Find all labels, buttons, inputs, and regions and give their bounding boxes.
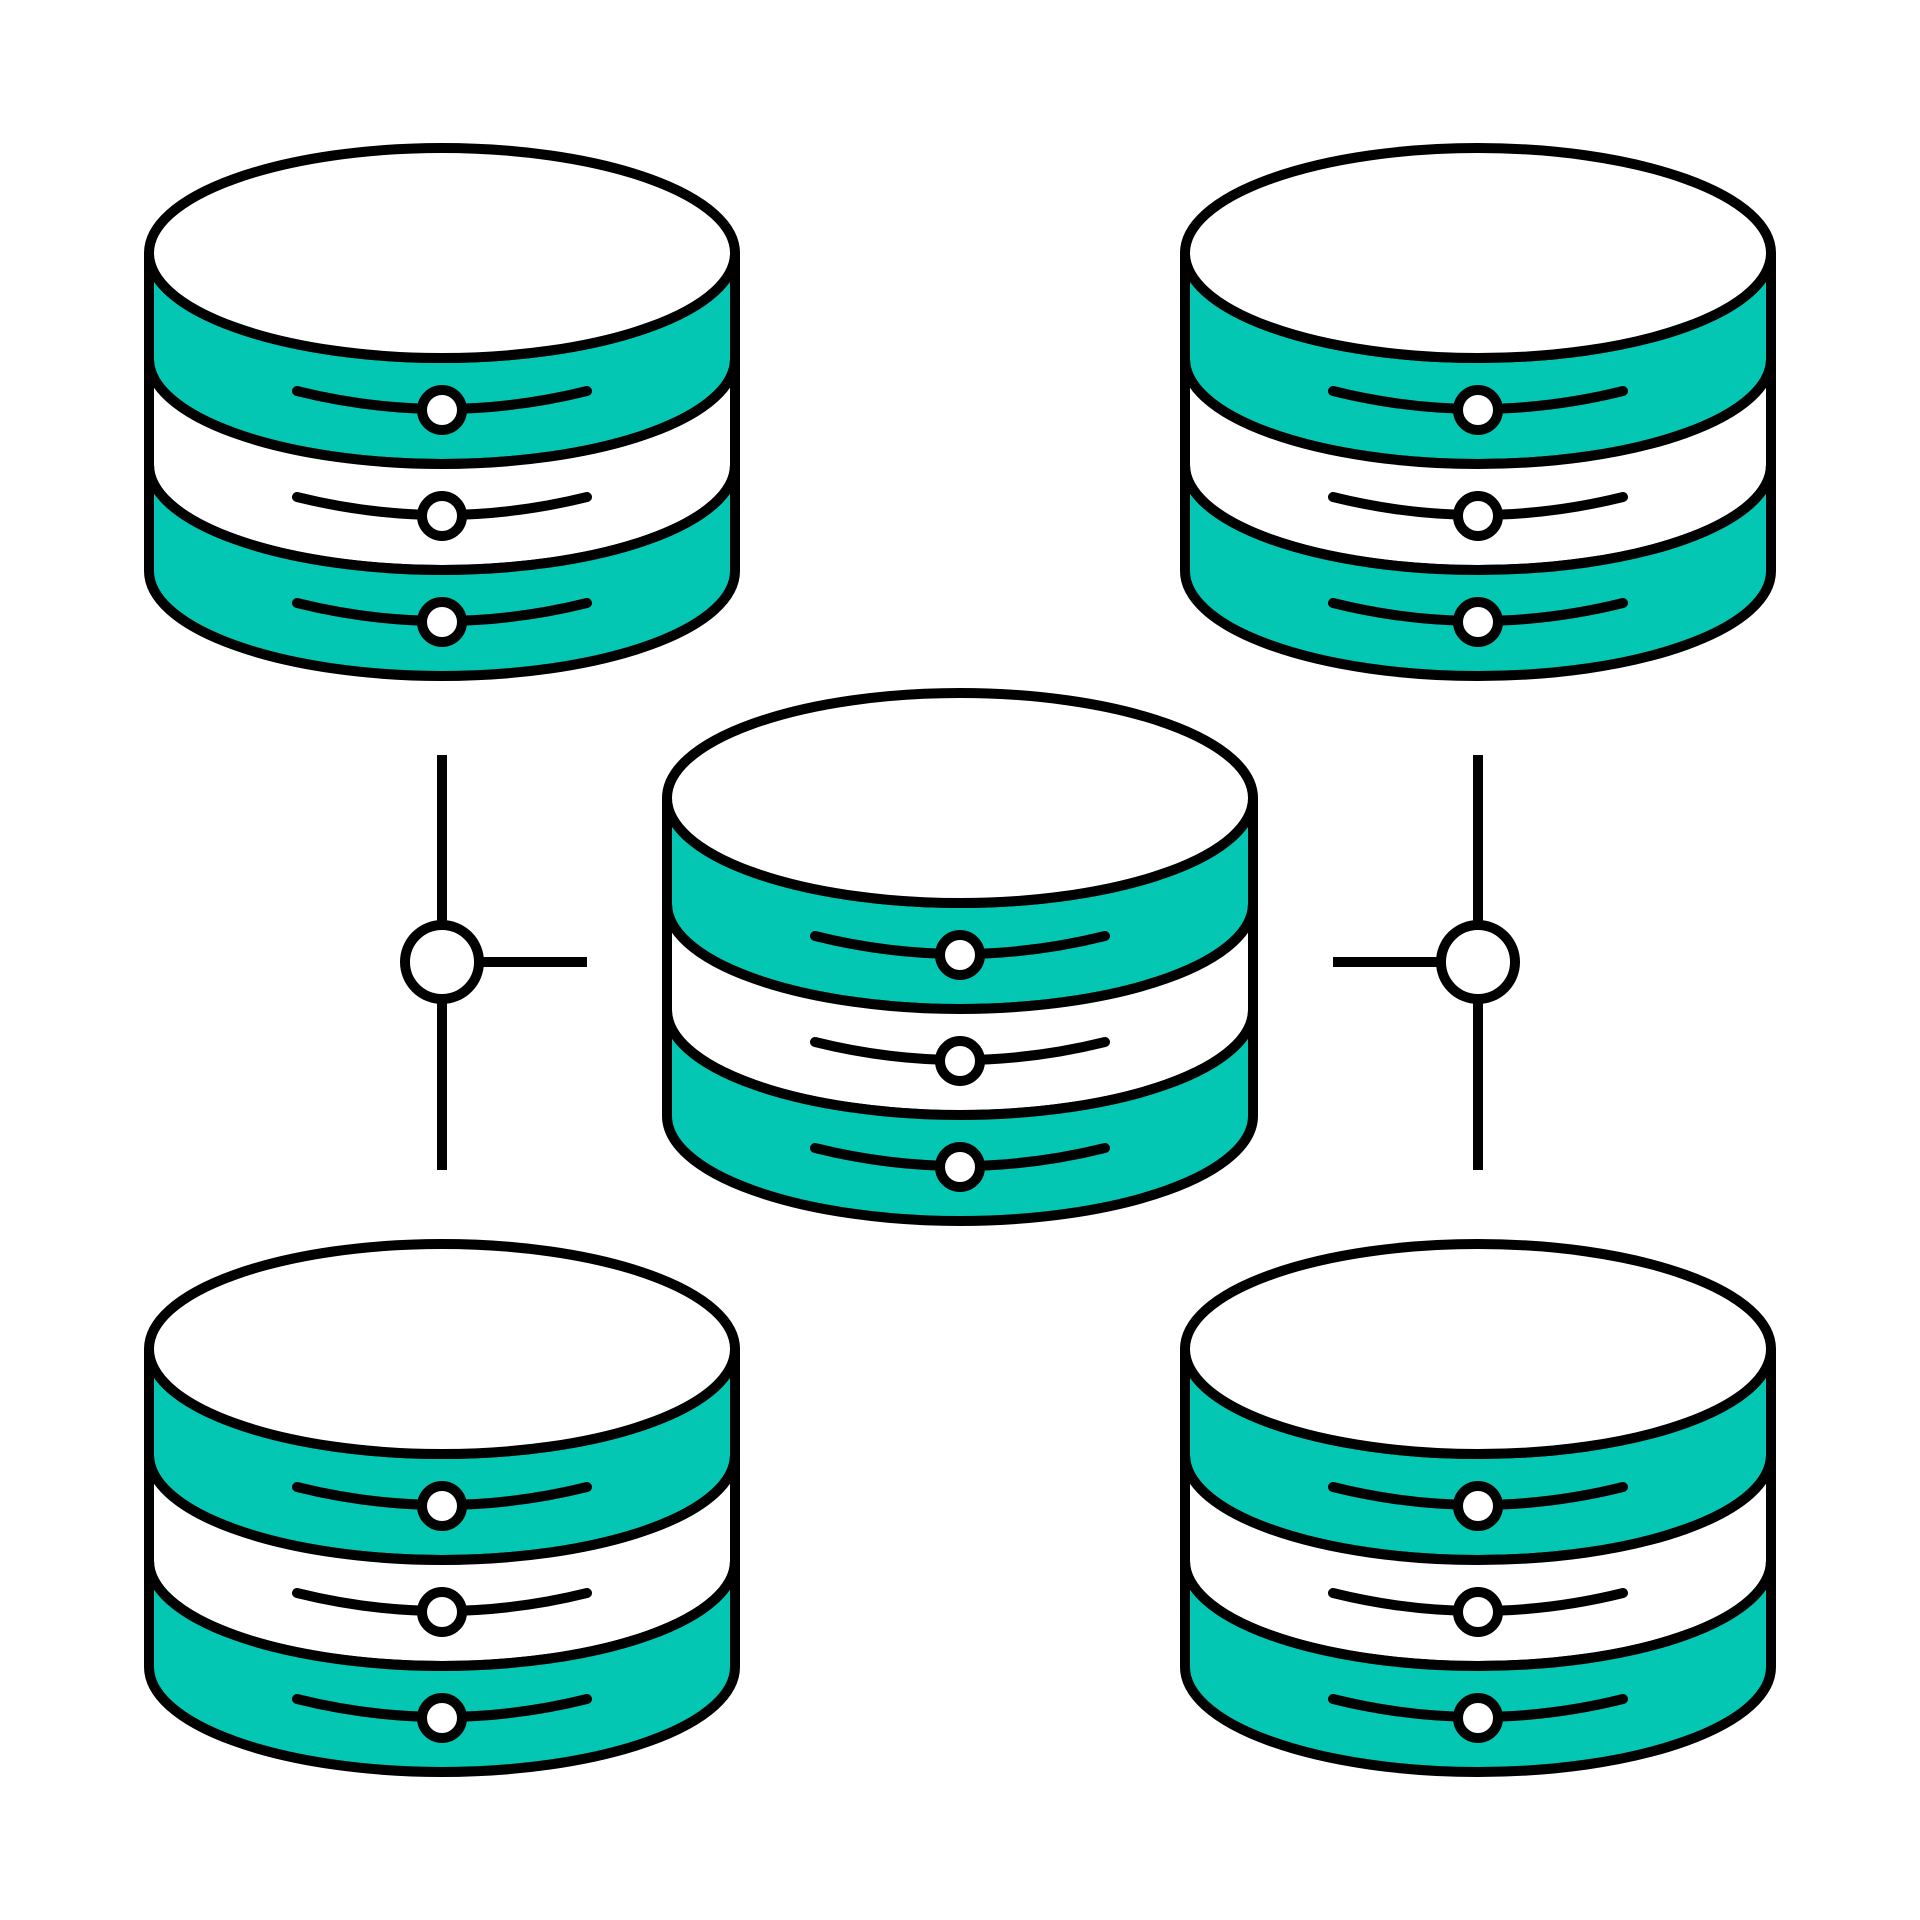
connector-left — [400, 755, 587, 1170]
indicator-knob-icon — [1453, 1693, 1503, 1743]
database-center — [662, 688, 1258, 1226]
layer-indicator-icon — [292, 491, 592, 541]
indicator-knob-icon — [417, 1693, 467, 1743]
connector-node-icon — [1436, 920, 1520, 1004]
layer-indicator-icon — [810, 1036, 1110, 1086]
layer-indicator-icon — [292, 597, 592, 647]
indicator-knob-icon — [417, 385, 467, 435]
database-top-right — [1180, 143, 1776, 681]
layer-indicator-icon — [292, 1693, 592, 1743]
indicator-knob-icon — [935, 1142, 985, 1192]
layer-indicator-icon — [1328, 1693, 1628, 1743]
database-bottom-right — [1180, 1239, 1776, 1777]
indicator-knob-icon — [1453, 1587, 1503, 1637]
indicator-knob-icon — [417, 491, 467, 541]
database-layer — [1180, 460, 1776, 681]
database-top-left — [144, 143, 740, 681]
connector-node-icon — [400, 920, 484, 1004]
indicator-knob-icon — [417, 597, 467, 647]
database-top-cap — [1180, 143, 1776, 363]
indicator-knob-icon — [935, 930, 985, 980]
layer-indicator-icon — [1328, 1481, 1628, 1531]
layer-indicator-icon — [292, 1587, 592, 1637]
indicator-knob-icon — [1453, 491, 1503, 541]
database-top-cap — [662, 688, 1258, 908]
layer-indicator-icon — [292, 1481, 592, 1531]
database-top-cap — [144, 1239, 740, 1459]
indicator-knob-icon — [1453, 385, 1503, 435]
indicator-knob-icon — [417, 1587, 467, 1637]
database-layer — [144, 460, 740, 681]
layer-indicator-icon — [1328, 385, 1628, 435]
layer-indicator-icon — [810, 1142, 1110, 1192]
layer-indicator-icon — [810, 930, 1110, 980]
database-top-cap — [1180, 1239, 1776, 1459]
database-bottom-left — [144, 1239, 740, 1777]
database-layer — [1180, 1556, 1776, 1777]
indicator-knob-icon — [1453, 1481, 1503, 1531]
layer-indicator-icon — [1328, 597, 1628, 647]
layer-indicator-icon — [1328, 491, 1628, 541]
layer-indicator-icon — [1328, 1587, 1628, 1637]
database-layer — [662, 1005, 1258, 1226]
indicator-knob-icon — [935, 1036, 985, 1086]
connector-right — [1333, 755, 1520, 1170]
layer-indicator-icon — [292, 385, 592, 435]
indicator-knob-icon — [1453, 597, 1503, 647]
database-top-cap — [144, 143, 740, 363]
indicator-knob-icon — [417, 1481, 467, 1531]
database-layer — [144, 1556, 740, 1777]
